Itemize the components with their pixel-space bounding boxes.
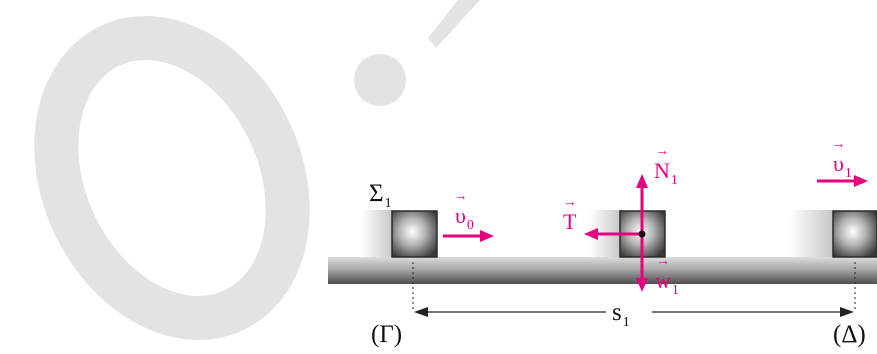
tension-vector [584,228,642,240]
normal-force-label: N1 [654,160,678,188]
tension-label: T [563,211,577,233]
block-at-delta [832,210,877,258]
block-at-gamma [391,210,438,258]
weight-label: w1 [655,270,679,298]
ground-surface [328,257,877,284]
watermark-slash [428,0,480,48]
initial-velocity-vector [443,230,494,242]
body-label: Σ1 [369,180,392,211]
distance-arrow [414,307,854,317]
final-velocity-label: υ1 [833,153,852,181]
watermark-dot [354,54,406,106]
watermark [34,0,480,340]
motion-trail-start [362,210,394,258]
delta-point-label: (Δ) [833,321,866,348]
weight-vector [636,234,648,292]
application-point [638,230,646,238]
motion-trail-end [790,210,834,258]
initial-velocity-label: υ0 [455,205,474,233]
normal-force-vector [636,174,648,234]
distance-label: s1 [612,299,630,330]
gamma-point-label: (Γ) [371,321,403,348]
watermark-ring [34,16,310,340]
final-velocity-vector [817,175,868,187]
